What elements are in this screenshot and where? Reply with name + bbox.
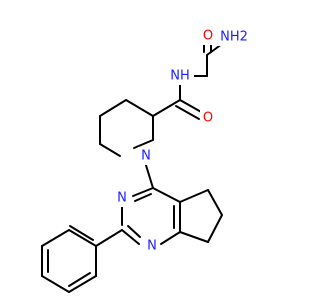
- molecule-canvas: NH2 O NH O N N N: [41, 27, 248, 293]
- bond: [41, 229, 70, 247]
- bond: [207, 214, 223, 243]
- bond: [68, 275, 97, 293]
- bond: [68, 272, 91, 287]
- atom-label-n-piperidine: N: [141, 149, 151, 164]
- atom-label-n-pyrimidine-bottom: N: [147, 239, 157, 254]
- bond: [179, 189, 209, 203]
- atom-label-o-top: O: [203, 29, 213, 44]
- bond: [160, 231, 181, 245]
- bond: [179, 99, 204, 114]
- bond: [152, 99, 181, 117]
- bond: [69, 225, 94, 241]
- structure-diagram: NH2 O NH O N N N: [41, 27, 248, 293]
- bond: [41, 275, 70, 293]
- bond: [95, 229, 123, 247]
- bond: [99, 99, 127, 117]
- bond: [152, 187, 181, 203]
- bond: [125, 99, 154, 117]
- atom-nh: NH: [166, 67, 194, 85]
- bond: [68, 229, 97, 247]
- atom-label-o-amide: O: [203, 111, 213, 126]
- bond: [99, 143, 121, 157]
- bond: [132, 187, 154, 197]
- atom-label-n-pyrimidine-top: N: [117, 191, 127, 206]
- bond: [134, 193, 152, 202]
- bond: [144, 161, 154, 189]
- bond: [179, 231, 209, 243]
- atom-nh2: NH2: [218, 28, 248, 46]
- atom-n-pyrimidine-top: N: [114, 189, 130, 207]
- atom-o-top: O: [200, 27, 216, 45]
- bond: [133, 139, 154, 149]
- atom-o-amide: O: [200, 109, 216, 127]
- atom-label-nh2: NH2: [220, 30, 248, 45]
- bonds: [41, 34, 223, 293]
- bond: [121, 229, 140, 245]
- bond: [175, 105, 200, 120]
- atom-labels: NH2 O NH O N N N: [114, 27, 248, 255]
- atom-n-piperidine: N: [138, 147, 154, 165]
- atom-n-pyrimidine-bottom: N: [144, 237, 160, 255]
- bond: [127, 225, 141, 238]
- bond: [207, 189, 223, 216]
- atom-label-nh: NH: [170, 69, 190, 84]
